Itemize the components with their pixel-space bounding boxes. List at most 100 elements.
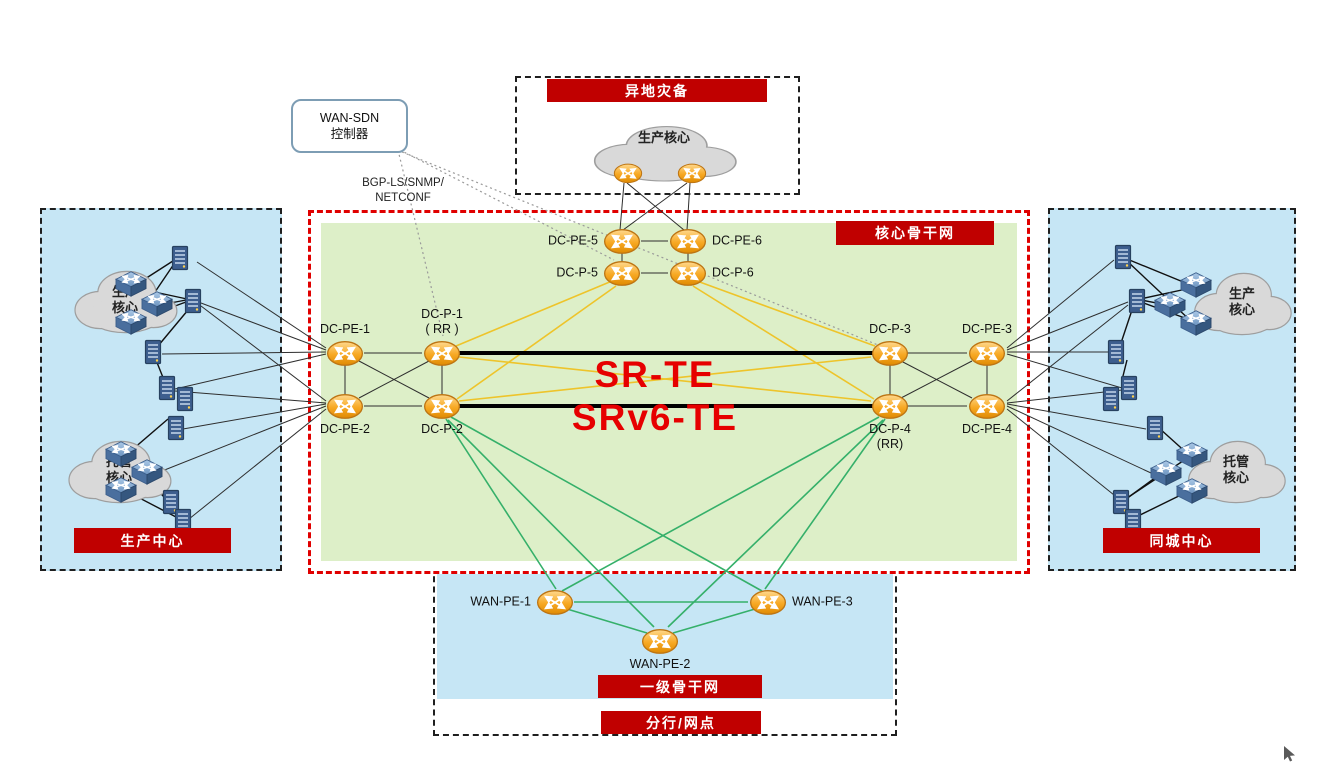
router-label: DC-PE-2 [319,422,371,436]
server-icon [171,245,189,271]
right-panel-uplinks [1006,259,1152,504]
router-label: DC-P-2 [421,422,463,436]
server-icon [1114,244,1132,270]
cloud-label-text: 生产核心 [1228,285,1255,317]
router-label: DC-P-4(RR) [869,422,911,452]
router-dr-2 [677,162,707,184]
router-label: WAN-PE-1 [470,594,531,609]
banner-wan-backbone: 一级骨干网 [598,675,762,698]
server-icon [1102,386,1120,412]
router-icon [749,588,787,616]
router-icon [423,339,461,367]
router-label-line1: DC-P-4 [869,422,911,436]
router-label-line2: (RR) [876,437,904,451]
router-label: DC-P-3 [869,322,911,336]
core-left-quad-links [344,352,443,407]
server-icon [158,375,176,401]
router-dc-p-1: DC-P-1( RR ) [421,307,463,367]
right-cloud-production: 生产核心 [1188,266,1296,338]
server-icon [1146,415,1164,441]
router-dc-p-3: DC-P-3 [869,322,911,367]
router-label: DC-P-1( RR ) [421,307,463,337]
router-icon [677,162,707,184]
router-icon [326,339,364,367]
router-icon [669,227,707,255]
router-icon [326,392,364,420]
router-dc-p-6: DC-P-6 [669,259,754,287]
router-icon [536,588,574,616]
router-dr-1 [613,162,643,184]
banner-production-center: 生产中心 [74,528,231,553]
router-dc-pe-2: DC-PE-2 [320,392,370,436]
protocol-line2: NETCONF [375,191,431,204]
right-cloud-hosted: 托管核心 [1182,434,1290,506]
banner-branch: 分行/网点 [601,711,761,734]
switch-icon [1175,475,1209,505]
core-backbone-panel [308,210,1030,574]
protocol-label: BGP-LS/SNMP/ NETCONF [346,176,460,206]
router-dc-pe-3: DC-PE-3 [962,322,1012,367]
switch-icon [104,474,138,504]
controller-label-line2: 控制器 [330,127,369,141]
router-icon [603,227,641,255]
server-icon [184,288,202,314]
dr-cloud: 生产核心 [585,120,743,184]
router-dc-p-2: DC-P-2 [421,392,463,436]
router-dc-pe-1: DC-PE-1 [320,322,370,367]
wan-links [445,416,886,634]
router-icon [613,162,643,184]
router-label: DC-P-5 [556,265,598,280]
router-label-line1: DC-P-1 [421,307,463,321]
router-dc-pe-5: DC-PE-5 [548,227,641,255]
left-panel-uplinks [156,261,327,520]
te-links [455,280,876,402]
router-icon [968,392,1006,420]
server-icon [1128,288,1146,314]
core-right-quad-links [889,352,988,407]
banner-core-backbone: 核心骨干网 [836,221,994,245]
router-icon [603,259,641,287]
server-icon [1120,375,1138,401]
router-dc-pe-6: DC-PE-6 [669,227,762,255]
srv6-te-label: SRv6-TE [571,397,739,438]
metro-center-panel [1048,208,1296,571]
router-dc-pe-4: DC-PE-4 [962,392,1012,436]
router-label: DC-PE-3 [961,322,1013,336]
protocol-line1: BGP-LS/SNMP/ [362,177,444,189]
router-label: WAN-PE-2 [629,657,691,671]
right-cloud-production-label: 生产核心 [1188,266,1296,338]
router-wan-pe-1: WAN-PE-1 [470,588,574,616]
router-dc-p-5: DC-P-5 [556,259,641,287]
controller-label-line1: WAN-SDN [319,110,380,125]
server-icon [167,415,185,441]
router-dc-p-4: DC-P-4(RR) [869,392,911,451]
router-label-line2: ( RR ) [425,322,459,336]
router-icon [423,392,461,420]
router-wan-pe-3: WAN-PE-3 [749,588,853,616]
core-backbone-inner [321,223,1017,561]
server-icon [144,339,162,365]
switch-icon [114,306,148,336]
banner-disaster-recovery: 异地灾备 [547,79,767,102]
router-label: DC-PE-5 [547,233,598,248]
sr-te-label: SR-TE [594,354,716,395]
sdn-control-links [397,149,879,346]
switch-icon [1179,307,1213,337]
right-cloud-hosted-label: 托管核心 [1182,434,1290,506]
wan-sdn-controller: WAN-SDN 控制器 [291,99,408,153]
sr-te-links [459,351,873,408]
router-label: WAN-PE-3 [792,594,853,609]
server-icon [176,386,194,412]
router-label: DC-P-6 [712,265,754,280]
server-icon [1107,339,1125,365]
banner-metro-center: 同城中心 [1103,528,1260,553]
router-icon [669,259,707,287]
dr-links [619,182,691,231]
router-label: DC-PE-1 [319,322,371,336]
mouse-cursor [1284,746,1295,762]
router-label: DC-PE-6 [712,233,763,248]
router-icon [641,627,679,655]
router-icon [871,392,909,420]
dr-cloud-label: 生产核心 [637,130,690,145]
